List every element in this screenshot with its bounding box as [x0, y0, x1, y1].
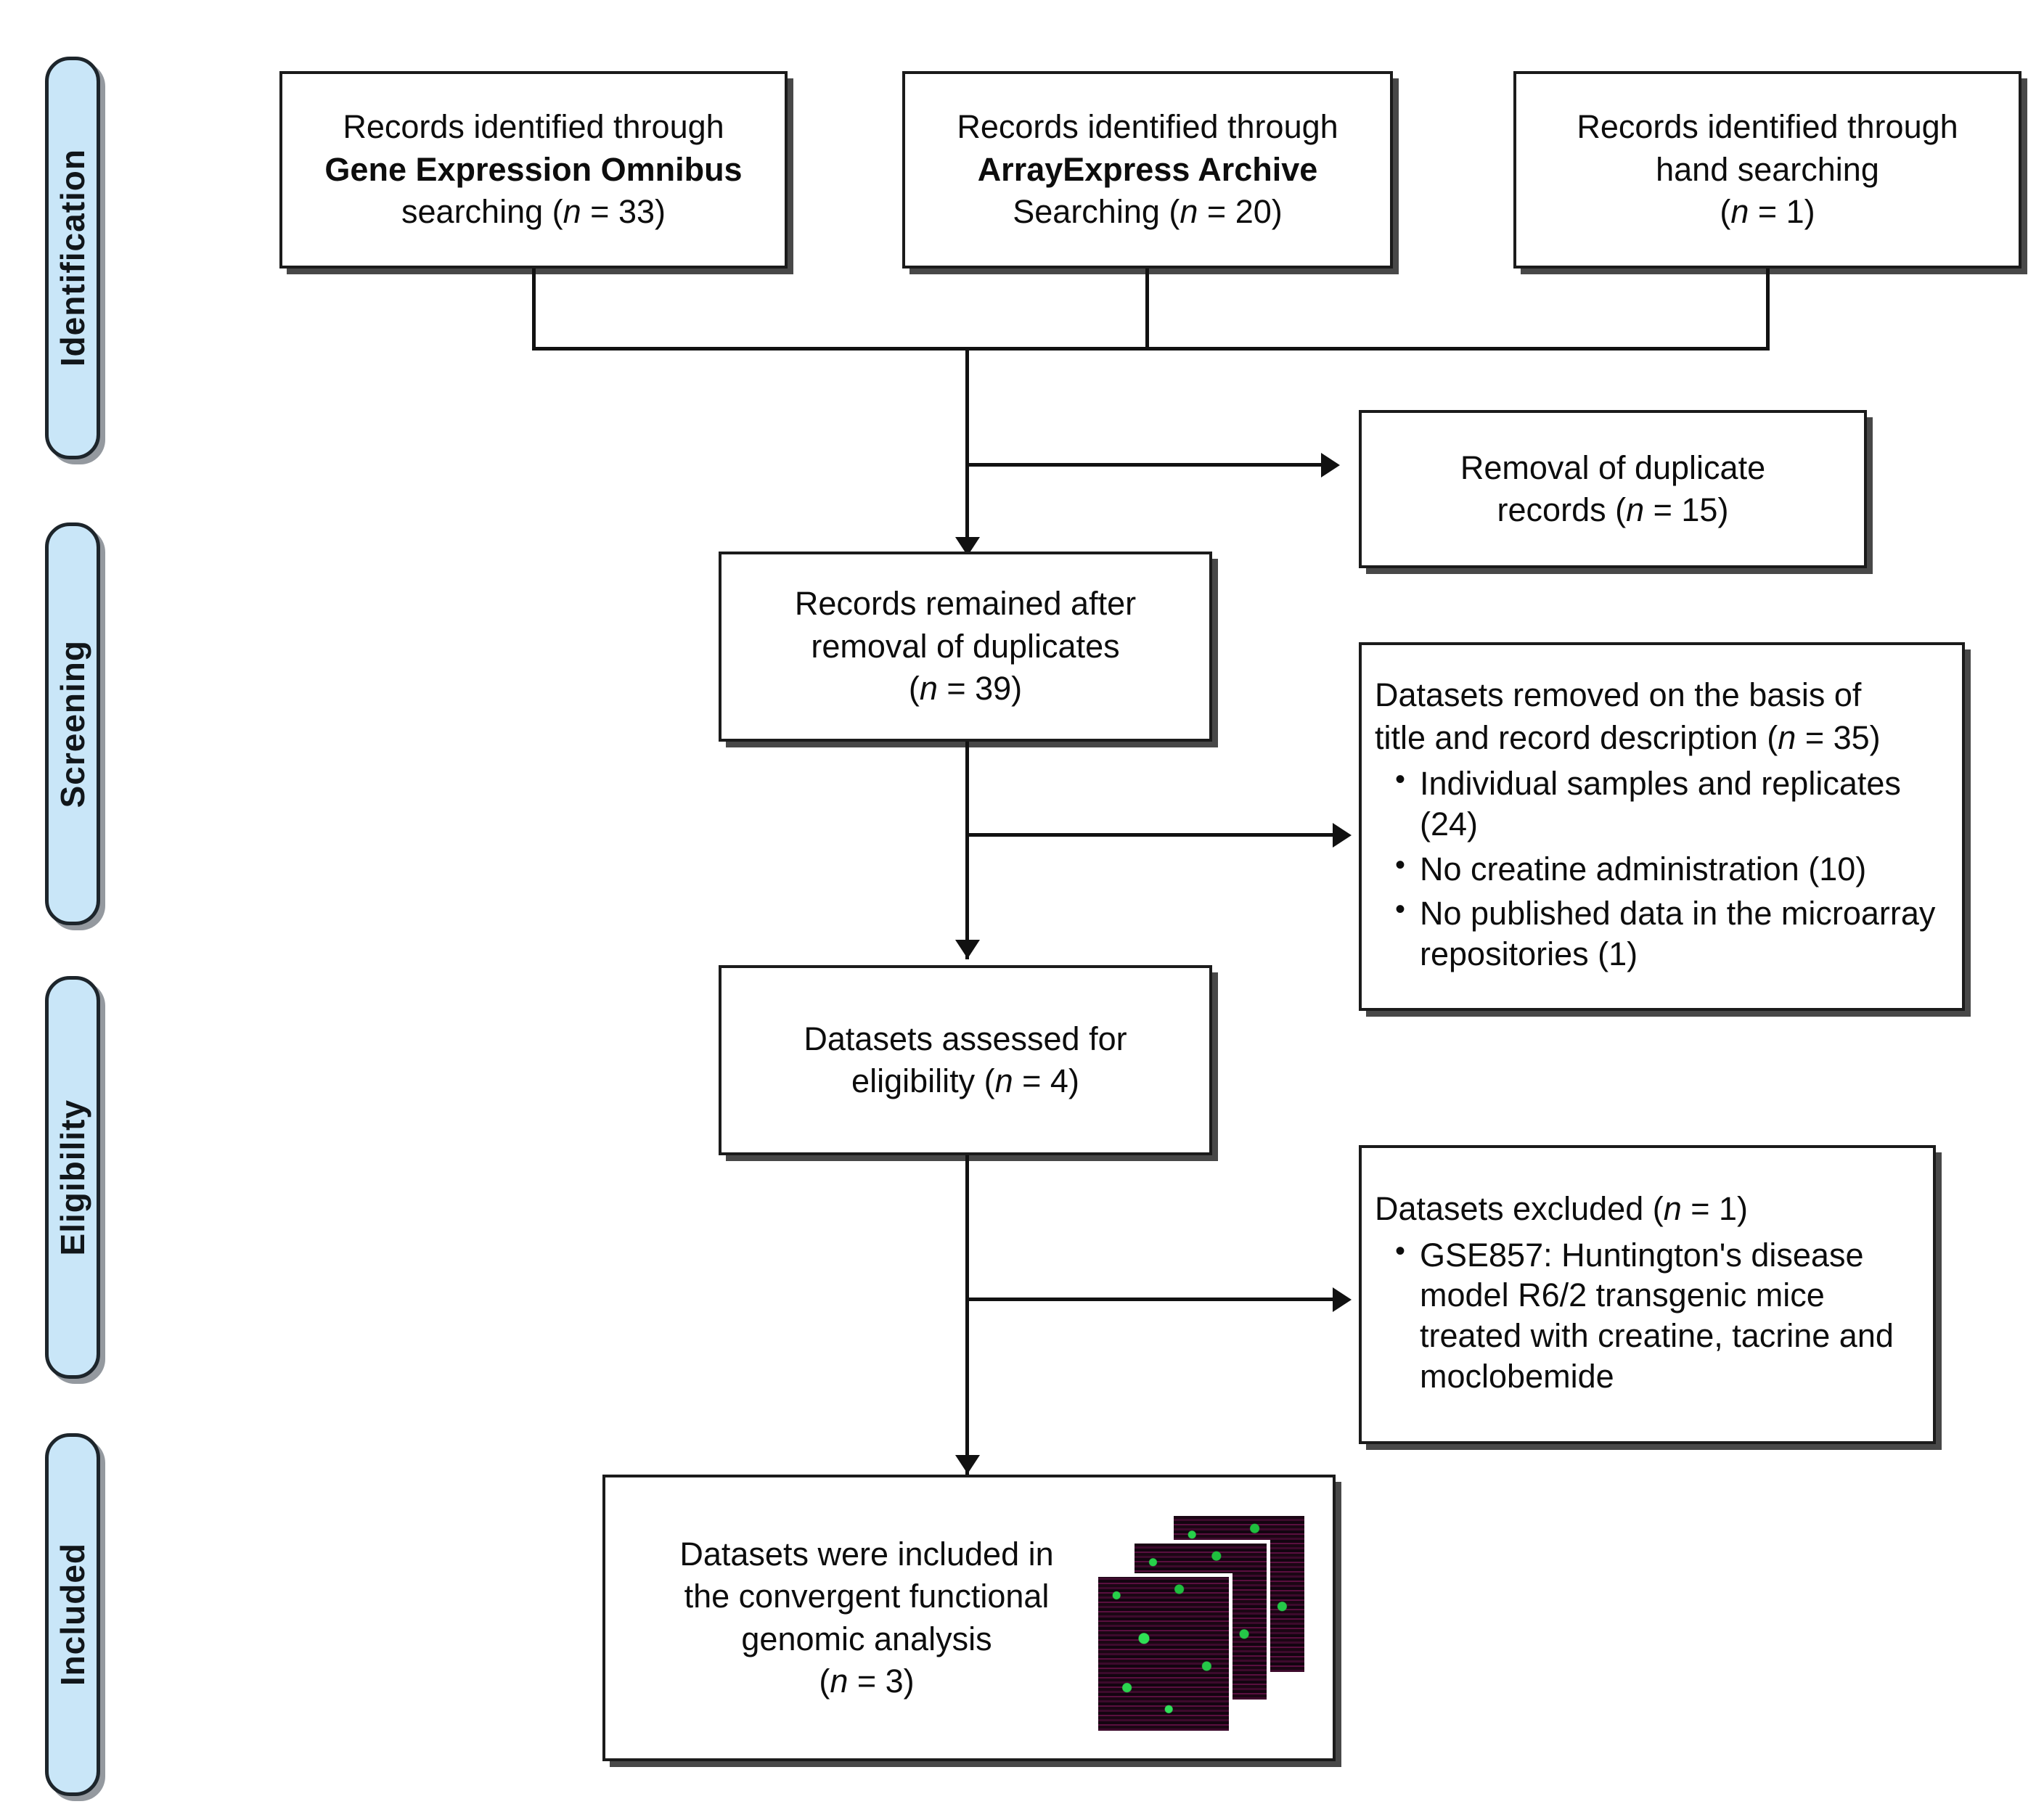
list-item: Individual samples and replicates (24) — [1395, 762, 1949, 845]
box-datasets-excluded: Datasets excluded (n = 1) GSE857: Huntin… — [1359, 1145, 1936, 1444]
box-excluded-line1: Datasets excluded (n = 1) — [1375, 1188, 1920, 1231]
box-ae-line2: ArrayExpress Archive — [977, 150, 1318, 188]
connector-trunk-to-remained — [965, 347, 969, 557]
box-records-arrayexpress: Records identified through ArrayExpress … — [902, 71, 1393, 269]
box-ae-line1: Records identified through — [957, 108, 1338, 146]
box-geo-line3-n: n — [563, 193, 581, 231]
connector-trunk-to-assessed — [965, 742, 969, 959]
box-assessed-line2: eligibility (n = 4) — [735, 1060, 1196, 1103]
stage-label-included: Included — [54, 1543, 91, 1686]
list-item: No creatine administration (10) — [1395, 848, 1949, 890]
connector-arrayexpress-drop — [1145, 269, 1149, 350]
box-datasets-assessed: Datasets assessed for eligibility (n = 4… — [719, 965, 1212, 1155]
stage-pill-identification: Identification — [45, 57, 100, 459]
box-ae-line3-pre: Searching ( — [1013, 193, 1180, 231]
box-hand-line1: Records identified through — [1577, 108, 1958, 146]
connector-merge-bar — [532, 347, 1770, 351]
box-remained-line3: (n = 39) — [735, 668, 1196, 710]
stage-pill-eligibility: Eligibility — [45, 976, 100, 1379]
box-dup-line2-pre: records ( — [1497, 491, 1627, 528]
list-item: GSE857: Huntington's disease model R6/2 … — [1395, 1234, 1920, 1397]
box-removed-line2-post: = 35) — [1796, 718, 1881, 756]
box-hand-line3: (n = 1) — [1529, 191, 2006, 234]
arrowhead-to-duplicates-removed — [1321, 453, 1340, 477]
box-assessed-line2-post: = 4) — [1013, 1062, 1079, 1099]
box-ae-line3-post: = 20) — [1198, 193, 1283, 231]
box-included-line4: (n = 3) — [618, 1660, 1115, 1703]
microarray-chip-front — [1095, 1573, 1232, 1734]
stage-pill-screening: Screening — [45, 522, 100, 925]
microarray-stack-image — [1095, 1512, 1308, 1734]
connector-geo-drop — [532, 269, 536, 350]
datasets-excluded-bullet-list: GSE857: Huntington's disease model R6/2 … — [1375, 1234, 1920, 1397]
box-geo-line2: Gene Expression Omnibus — [324, 150, 743, 188]
connector-branch-datasets-removed — [965, 833, 1337, 837]
box-geo-line3-post: = 33) — [581, 193, 666, 231]
box-geo-line3-pre: searching ( — [401, 193, 563, 231]
box-geo-line1: Records identified through — [343, 108, 724, 146]
box-removed-line2-n: n — [1778, 718, 1796, 756]
box-ae-line3-n: n — [1180, 193, 1198, 231]
arrowhead-to-datasets-excluded — [1333, 1287, 1352, 1312]
connector-hand-drop — [1766, 269, 1770, 350]
box-excluded-line1-post: = 1) — [1681, 1190, 1749, 1228]
arrowhead-to-datasets-removed — [1333, 823, 1352, 848]
box-assessed-line2-pre: eligibility ( — [851, 1062, 995, 1099]
box-removed-line2: title and record description (n = 35) — [1375, 717, 1949, 760]
arrowhead-to-datasets-assessed — [955, 940, 980, 959]
box-excluded-line1-n: n — [1663, 1190, 1682, 1228]
box-records-remained: Records remained after removal of duplic… — [719, 552, 1212, 742]
box-datasets-included: Datasets were included in the convergent… — [602, 1475, 1336, 1761]
box-geo-line3: searching (n = 33) — [295, 191, 772, 234]
box-remained-line3-pre: ( — [908, 670, 920, 708]
connector-branch-duplicates — [965, 463, 1325, 467]
box-duplicates-removed: Removal of duplicate records (n = 15) — [1359, 410, 1867, 568]
box-datasets-removed: Datasets removed on the basis of title a… — [1359, 642, 1965, 1011]
box-hand-line3-post: = 1) — [1749, 193, 1815, 231]
box-included-line1: Datasets were included in — [679, 1535, 1054, 1573]
box-dup-line2: records (n = 15) — [1375, 489, 1851, 532]
stage-label-eligibility: Eligibility — [54, 1099, 91, 1256]
box-removed-line1: Datasets removed on the basis of — [1375, 676, 1862, 713]
box-removed-line2-pre: title and record description ( — [1375, 718, 1778, 756]
box-assessed-line1: Datasets assessed for — [804, 1020, 1127, 1057]
box-dup-line2-post: = 15) — [1644, 491, 1729, 528]
box-dup-line2-n: n — [1626, 491, 1645, 528]
stage-label-screening: Screening — [54, 639, 91, 808]
box-hand-line3-n: n — [1730, 193, 1749, 231]
box-remained-line3-n: n — [919, 670, 938, 708]
box-ae-line3: Searching (n = 20) — [918, 191, 1377, 234]
box-records-geo: Records identified through Gene Expressi… — [279, 71, 788, 269]
list-item: No published data in the microarray repo… — [1395, 892, 1949, 975]
box-included-line4-n: n — [830, 1663, 849, 1700]
arrowhead-to-datasets-included — [955, 1455, 980, 1474]
connector-trunk-to-included — [965, 1155, 969, 1475]
box-included-line4-post: = 3) — [848, 1663, 915, 1700]
box-remained-line3-post: = 39) — [937, 670, 1023, 708]
box-remained-line2: removal of duplicates — [811, 627, 1120, 665]
box-dup-line1: Removal of duplicate — [1460, 448, 1766, 486]
box-included-line4-pre: ( — [819, 1663, 830, 1700]
box-hand-line3-pre: ( — [1720, 193, 1731, 231]
connector-branch-datasets-excluded — [965, 1298, 1337, 1301]
box-records-hand-searching: Records identified through hand searchin… — [1513, 71, 2021, 269]
datasets-removed-bullet-list: Individual samples and replicates (24) N… — [1375, 762, 1949, 975]
box-assessed-line2-n: n — [994, 1062, 1013, 1099]
box-included-line3: genomic analysis — [741, 1620, 992, 1657]
box-excluded-line1-pre: Datasets excluded ( — [1375, 1190, 1664, 1228]
stage-pill-included: Included — [45, 1433, 100, 1796]
box-remained-line1: Records remained after — [794, 585, 1137, 623]
box-hand-line2: hand searching — [1656, 150, 1879, 188]
stage-label-identification: Identification — [54, 149, 91, 367]
box-included-line2: the convergent functional — [684, 1578, 1050, 1615]
